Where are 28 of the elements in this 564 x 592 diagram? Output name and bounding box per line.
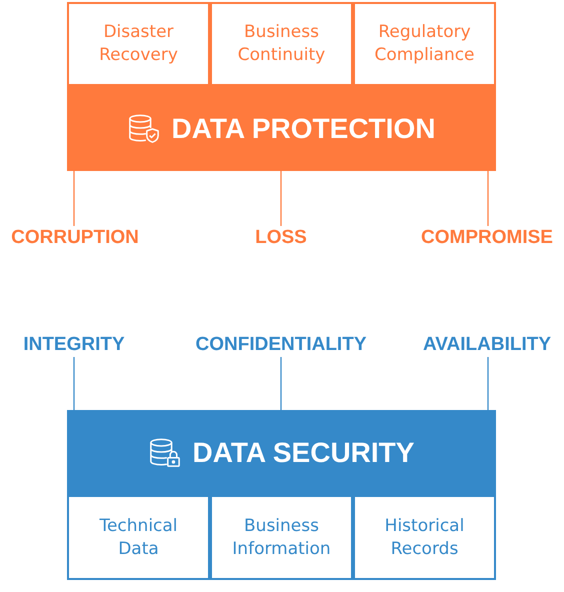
category-box bbox=[67, 2, 210, 86]
category-label: Regulatory Compliance bbox=[373, 21, 476, 67]
term-label: CORRUPTION bbox=[11, 227, 139, 249]
term-label: COMPROMISE bbox=[421, 227, 553, 249]
banner-title: DATA PROTECTION bbox=[172, 112, 436, 144]
connector-line bbox=[280, 171, 282, 226]
banner-title: DATA SECURITY bbox=[192, 436, 414, 468]
term-label: AVAILABILITY bbox=[422, 334, 552, 356]
connector-line bbox=[280, 357, 282, 410]
category-label: Disaster Recovery bbox=[98, 21, 179, 67]
term-label: INTEGRITY bbox=[23, 334, 125, 356]
category-box bbox=[210, 2, 353, 86]
term-label: CONFIDENTIALITY bbox=[196, 334, 366, 356]
category-label: Historical Records bbox=[384, 514, 466, 560]
connector-line bbox=[73, 171, 75, 226]
connector-line bbox=[487, 357, 489, 410]
category-box bbox=[210, 495, 353, 580]
connector-line bbox=[73, 357, 75, 410]
category-box bbox=[353, 2, 496, 86]
category-box bbox=[67, 495, 210, 580]
category-label: Business Information bbox=[231, 514, 332, 560]
term-label: LOSS bbox=[255, 227, 307, 249]
connector-line bbox=[487, 171, 489, 226]
title-banner bbox=[67, 410, 496, 495]
category-label: Technical Data bbox=[98, 514, 179, 560]
category-box bbox=[353, 495, 496, 580]
title-banner bbox=[67, 86, 496, 171]
category-label: Business Continuity bbox=[236, 21, 326, 67]
